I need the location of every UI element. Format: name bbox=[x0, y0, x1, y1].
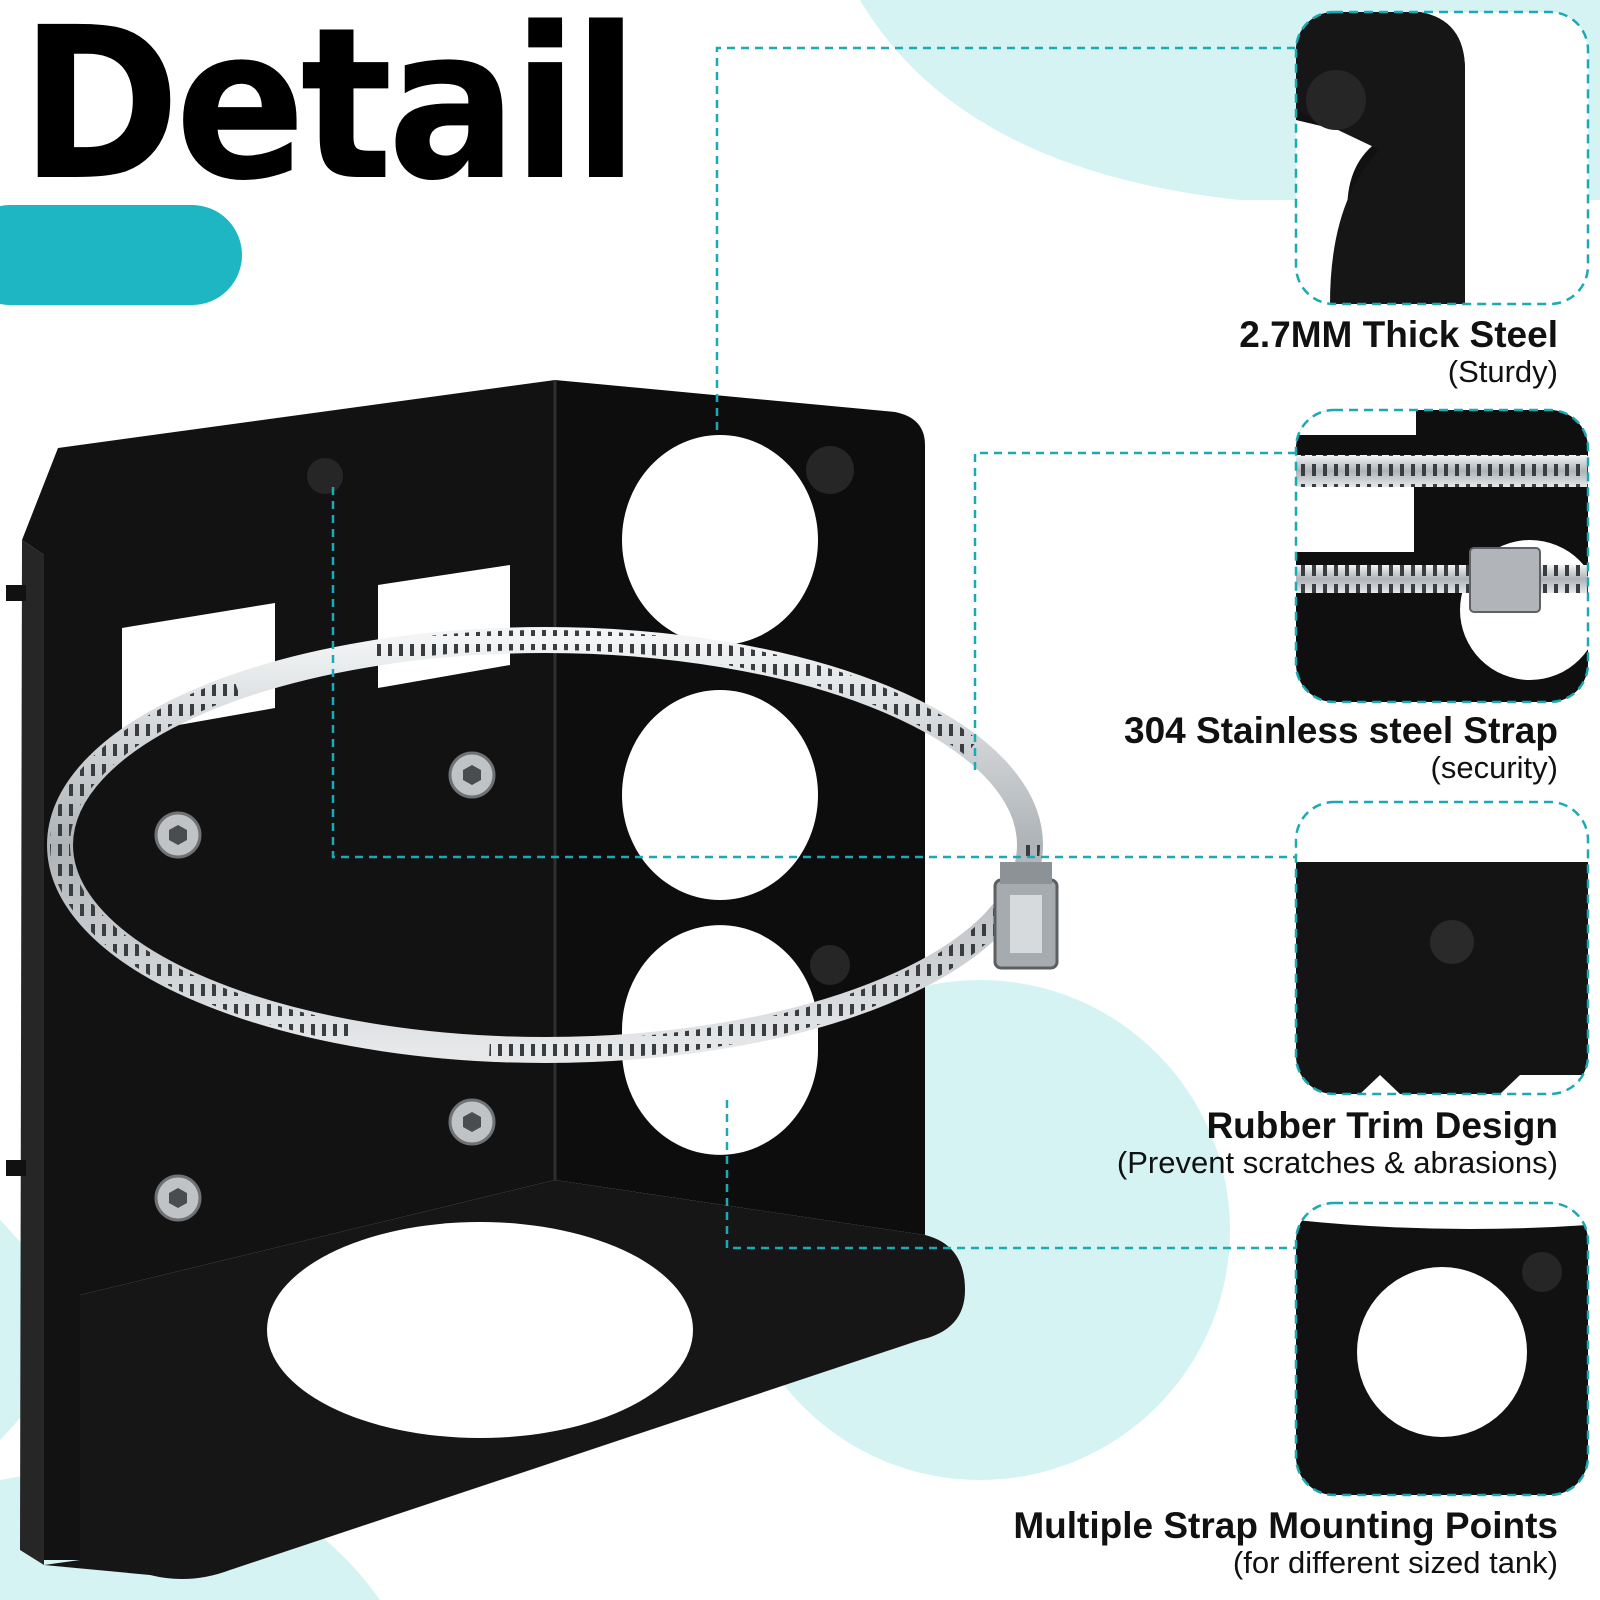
detail-box-rubber-trim bbox=[1294, 800, 1590, 1096]
feature-title: Rubber Trim Design bbox=[1206, 1105, 1558, 1146]
feature-mounting-points: Multiple Strap Mounting Points (for diff… bbox=[1013, 1505, 1558, 1580]
feature-title: Multiple Strap Mounting Points bbox=[1013, 1505, 1558, 1546]
connector-lines bbox=[331, 46, 1296, 1250]
page-title: Detail bbox=[20, 0, 639, 227]
feature-subtitle: (Prevent scratches & abrasions) bbox=[1116, 1144, 1558, 1180]
feature-title: 304 Stainless steel Strap bbox=[1124, 710, 1558, 751]
strap-buckle-detail bbox=[993, 862, 1059, 970]
feature-subtitle: (security) bbox=[1430, 749, 1558, 785]
accent-bar bbox=[0, 205, 242, 305]
feature-steel-strap: 304 Stainless steel Strap (security) bbox=[1124, 710, 1558, 785]
feature-title: 2.7MM Thick Steel bbox=[1239, 314, 1558, 355]
feature-subtitle: (for different sized tank) bbox=[1232, 1544, 1558, 1580]
steel-strap-icon bbox=[47, 627, 1059, 1063]
feature-thick-steel: 2.7MM Thick Steel (Sturdy) bbox=[1239, 314, 1558, 389]
feature-subtitle: (Sturdy) bbox=[1447, 353, 1558, 389]
detail-box-mounting-points bbox=[1294, 1201, 1590, 1497]
feature-rubber-trim: Rubber Trim Design (Prevent scratches & … bbox=[1116, 1105, 1558, 1180]
detail-box-thick-steel bbox=[1294, 10, 1590, 306]
detail-box-strap bbox=[1294, 408, 1590, 704]
